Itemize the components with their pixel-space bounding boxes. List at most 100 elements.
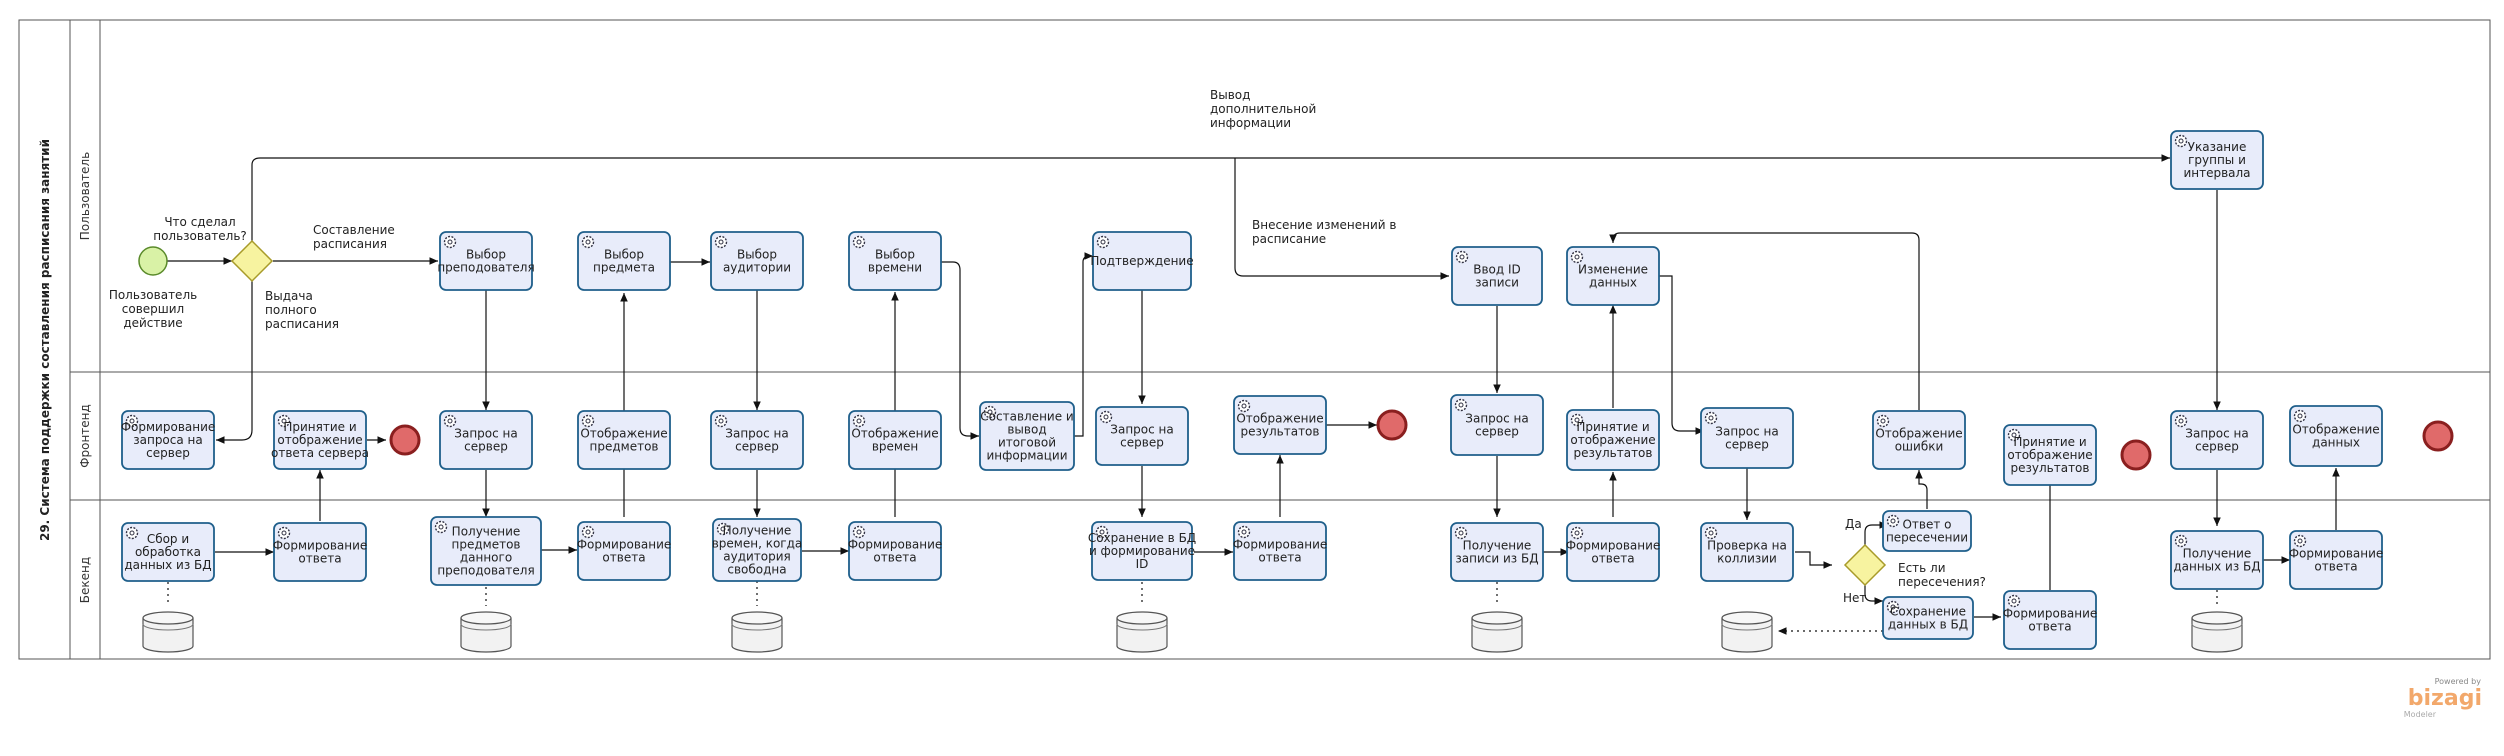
lane-backend-label: Бекенд [78, 557, 92, 603]
gear-icon [1876, 414, 1890, 428]
end-event-2[interactable] [1376, 409, 1408, 441]
bizagi-branding: Powered by bizagi Modeler [2404, 677, 2482, 719]
gear-icon [852, 525, 866, 539]
end-event-1[interactable] [389, 424, 421, 456]
database-icon [1116, 611, 1168, 653]
task-box [273, 522, 367, 582]
task-box [1882, 510, 1972, 552]
start-event[interactable] [138, 246, 168, 276]
task-box [1700, 407, 1794, 469]
task-box [1092, 231, 1192, 291]
task-box [273, 410, 367, 470]
task-box [439, 231, 533, 291]
end-event-4[interactable] [2422, 420, 2454, 452]
task-box [710, 231, 804, 291]
task-box [2289, 405, 2383, 467]
gear-icon [1704, 526, 1718, 540]
collision-gateway[interactable] [1843, 543, 1887, 587]
collision-no-label: Нет [1843, 591, 1866, 605]
decision-gateway[interactable] [230, 239, 274, 283]
task-box [2170, 410, 2264, 470]
task-box [1566, 522, 1660, 582]
task-box [2003, 590, 2097, 650]
task-box [848, 410, 942, 470]
task-label: Подтверждение [1090, 254, 1193, 268]
task-u-confirm[interactable]: Подтверждение [1090, 231, 1194, 291]
task-box [439, 410, 533, 470]
gear-icon [2174, 134, 2188, 148]
brand-logo: bizagi [2408, 686, 2482, 711]
end-event-3[interactable] [2120, 439, 2152, 471]
gear-icon [1099, 410, 1113, 424]
task-box [1091, 521, 1193, 581]
task-box [1095, 406, 1189, 466]
task-box [2170, 130, 2264, 190]
data-associations [167, 581, 2218, 635]
task-box [979, 401, 1075, 471]
lane-user-label: Пользователь [78, 152, 92, 240]
gear-icon [1237, 525, 1251, 539]
database-icon [731, 611, 783, 653]
collision-yes-label: Да [1845, 517, 1862, 531]
gear-icon [581, 235, 595, 249]
gear-icon [983, 405, 997, 419]
task-box [2289, 530, 2383, 590]
gear-icon [2007, 594, 2021, 608]
